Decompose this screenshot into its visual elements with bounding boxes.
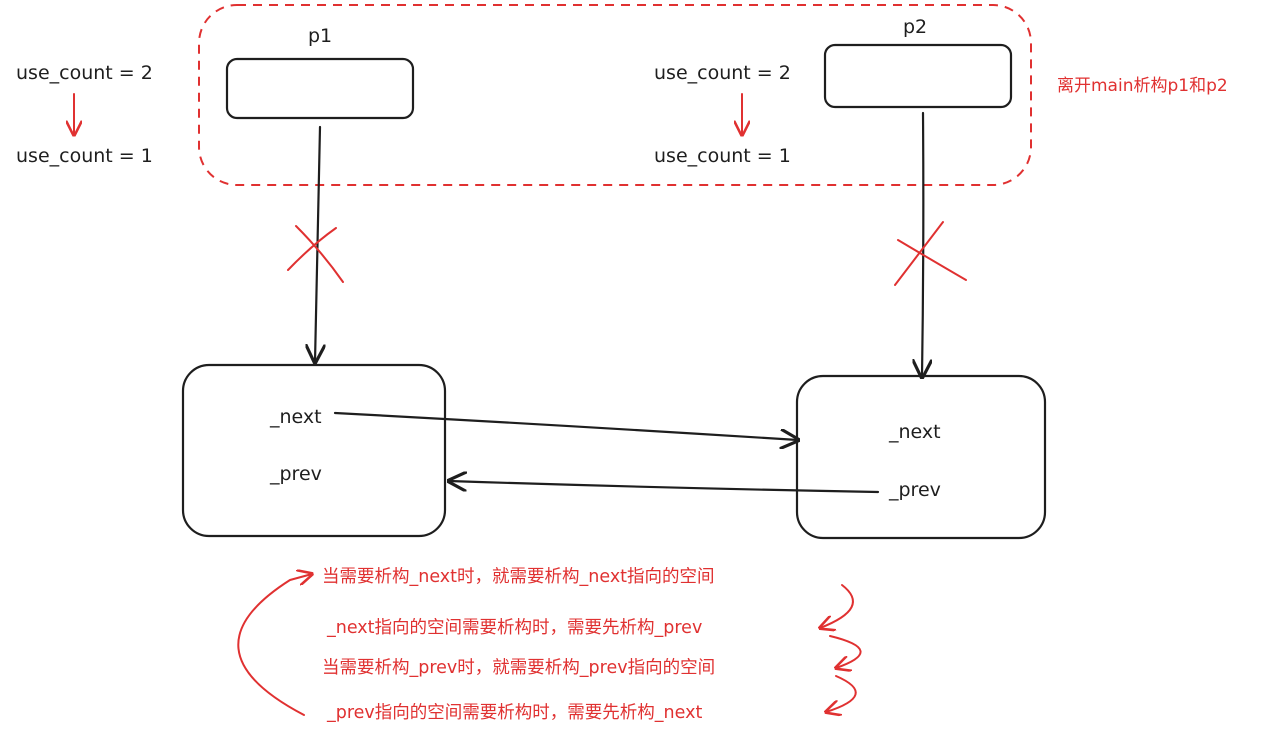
p1-pointer-box bbox=[225, 57, 415, 120]
right-node-next-field: _next bbox=[888, 421, 941, 443]
p1-label: p1 bbox=[308, 25, 332, 47]
cycle-step-3: 当需要析构_prev时，就需要析构_prev指向的空间 bbox=[322, 658, 715, 678]
p1-released-x-mark bbox=[287, 225, 344, 283]
right-node-box bbox=[795, 374, 1047, 540]
main-scope-note: 离开main析构p1和p2 bbox=[1057, 76, 1228, 96]
p2-to-right-node-arrow bbox=[922, 111, 923, 377]
cycle-arrow-step-4-to-1 bbox=[237, 574, 312, 716]
cycle-step-1: 当需要析构_next时，就需要析构_next指向的空间 bbox=[322, 567, 715, 587]
right-prev-to-left-node-arrow bbox=[449, 481, 880, 494]
cycle-arrow-step-2-to-3 bbox=[829, 635, 862, 668]
p2-count-before: use_count = 2 bbox=[654, 62, 791, 84]
left-node-prev-field: _prev bbox=[269, 463, 322, 485]
cycle-arrow-step-1-to-2 bbox=[820, 584, 854, 628]
p2-pointer-box bbox=[823, 43, 1013, 109]
right-node-prev-field: _prev bbox=[888, 479, 941, 501]
p2-count-after: use_count = 1 bbox=[654, 145, 791, 167]
cycle-step-4: _prev指向的空间需要析构时，需要先析构_next bbox=[326, 703, 702, 723]
p2-released-x-mark bbox=[894, 221, 967, 286]
cycle-step-2: _next指向的空间需要析构时，需要先析构_prev bbox=[326, 618, 702, 638]
main-scope-region bbox=[198, 4, 1032, 186]
p1-count-after: use_count = 1 bbox=[16, 145, 153, 167]
cycle-arrow-step-3-to-4 bbox=[826, 675, 857, 712]
p2-label: p2 bbox=[903, 16, 927, 38]
left-node-next-field: _next bbox=[269, 406, 322, 428]
p1-count-before: use_count = 2 bbox=[16, 62, 153, 84]
left-next-to-right-node-arrow bbox=[333, 411, 798, 440]
left-node-box bbox=[181, 363, 447, 538]
